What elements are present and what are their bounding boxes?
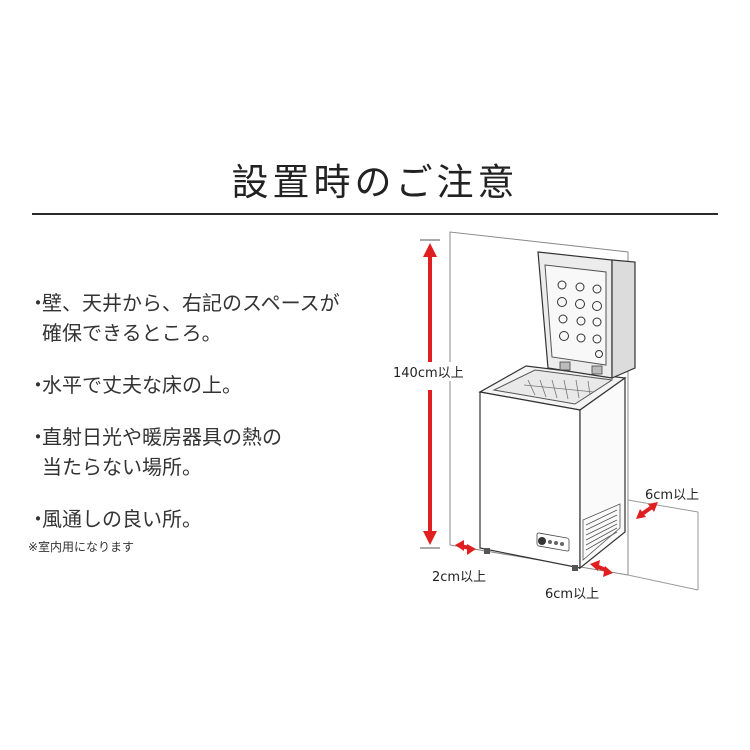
title-divider bbox=[32, 213, 718, 215]
height-clearance-label: 140cm以上 bbox=[391, 362, 466, 381]
list-item: ・ 直射日光や暖房器具の熱の 当たらない場所。 bbox=[28, 422, 418, 482]
side-wall bbox=[627, 499, 699, 591]
list-item-line: 確保できるところ。 bbox=[42, 321, 222, 345]
control-panel bbox=[536, 532, 570, 552]
bullet-marker: ・ bbox=[28, 291, 48, 315]
back-clearance-arrow bbox=[590, 560, 613, 577]
side-clearance-label: 6cm以上 bbox=[645, 488, 700, 503]
chest-freezer bbox=[478, 251, 636, 571]
list-item-line: 直射日光や暖房器具の熱の bbox=[42, 425, 282, 449]
list-item-line: 壁、天井から、右記のスペースが bbox=[42, 291, 340, 315]
freezer-basket bbox=[523, 379, 595, 400]
bullet-marker: ・ bbox=[28, 425, 48, 449]
height-clearance-arrow bbox=[420, 239, 440, 549]
back-clearance-label: 6cm以上 bbox=[545, 587, 600, 602]
lid-hinge bbox=[591, 365, 603, 375]
list-item-line: 風通しの良い所。 bbox=[42, 507, 202, 531]
foot bbox=[572, 565, 578, 571]
freezer-lid-open bbox=[537, 251, 636, 379]
list-item: ・ 風通しの良い所。 bbox=[28, 504, 418, 534]
list-item: ・ 壁、天井から、右記のスペースが 確保できるところ。 bbox=[28, 288, 418, 348]
side-clearance-arrow bbox=[636, 502, 658, 519]
list-item-line: 水平で丈夫な床の上。 bbox=[42, 373, 242, 397]
bullet-marker: ・ bbox=[28, 373, 48, 397]
foot bbox=[484, 548, 490, 554]
precaution-list: ・ 壁、天井から、右記のスペースが 確保できるところ。 ・ 水平で丈夫な床の上。… bbox=[28, 288, 418, 556]
indoor-use-note: ※室内用になります bbox=[28, 540, 135, 554]
lid-hinge bbox=[559, 361, 571, 371]
list-item: ・ 水平で丈夫な床の上。 bbox=[28, 370, 418, 400]
list-item-line: 当たらない場所。 bbox=[42, 455, 202, 479]
left-clearance-arrow bbox=[455, 540, 476, 555]
left-clearance-label: 2cm以上 bbox=[432, 570, 487, 585]
bullet-marker: ・ bbox=[28, 507, 48, 531]
vent-grille bbox=[582, 503, 621, 561]
page-title: 設置時のご注意 bbox=[231, 161, 519, 204]
lid-inner-bumps bbox=[557, 280, 603, 358]
